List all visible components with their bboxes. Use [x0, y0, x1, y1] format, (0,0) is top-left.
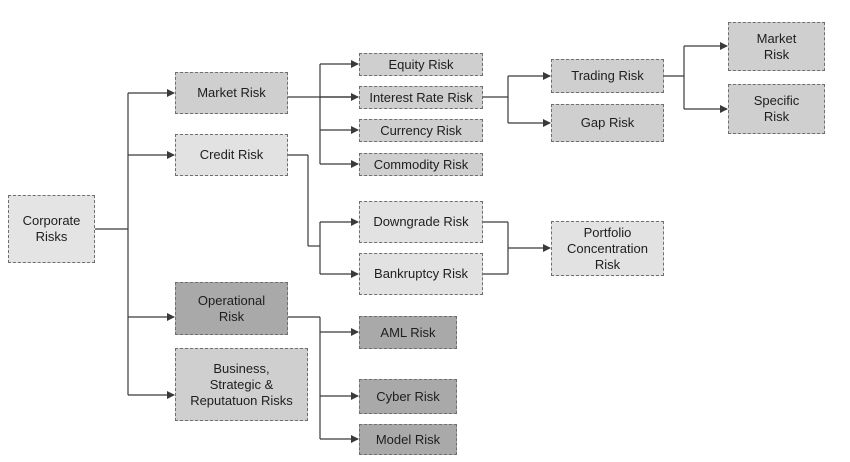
node-label: Gap Risk	[580, 115, 635, 130]
node-label: Market Risk	[197, 85, 266, 100]
node-label: Market Risk	[756, 30, 797, 62]
node-label: Interest Rate Risk	[369, 89, 473, 105]
node-operational-risk: Operational Risk	[175, 282, 288, 335]
node-label: Portfolio Concentration Risk	[567, 224, 648, 272]
node-aml-risk: AML Risk	[359, 316, 457, 349]
node-label: Operational Risk	[197, 292, 266, 324]
node-gap-risk: Gap Risk	[551, 104, 664, 142]
node-downgrade-risk: Downgrade Risk	[359, 201, 483, 243]
node-business-strategic-reputation-risks: Business, Strategic & Reputatuon Risks	[175, 348, 308, 421]
node-corporate-risks: Corporate Risks	[8, 195, 95, 263]
node-label: Corporate Risks	[22, 213, 81, 244]
node-label: Currency Risk	[380, 122, 462, 138]
node-label: Downgrade Risk	[373, 214, 469, 229]
node-label: AML Risk	[380, 324, 436, 340]
node-bankruptcy-risk: Bankruptcy Risk	[359, 253, 483, 295]
node-market-risk-sub: Market Risk	[728, 22, 825, 71]
node-label: Trading Risk	[571, 68, 644, 83]
node-credit-risk: Credit Risk	[175, 134, 288, 176]
node-equity-risk: Equity Risk	[359, 53, 483, 76]
node-label: Model Risk	[375, 431, 441, 447]
node-cyber-risk: Cyber Risk	[359, 379, 457, 414]
node-portfolio-concentration-risk: Portfolio Concentration Risk	[551, 221, 664, 276]
node-market-risk: Market Risk	[175, 72, 288, 114]
node-trading-risk: Trading Risk	[551, 59, 664, 93]
node-currency-risk: Currency Risk	[359, 119, 483, 142]
node-label: Cyber Risk	[376, 388, 440, 404]
node-label: Equity Risk	[388, 56, 454, 72]
node-label: Specific Risk	[753, 93, 800, 124]
node-label: Bankruptcy Risk	[374, 266, 468, 281]
node-model-risk: Model Risk	[359, 424, 457, 455]
node-label: Business, Strategic & Reputatuon Risks	[190, 360, 293, 408]
node-label: Commodity Risk	[373, 156, 469, 172]
node-commodity-risk: Commodity Risk	[359, 153, 483, 176]
node-interest-rate-risk: Interest Rate Risk	[359, 86, 483, 109]
node-label: Credit Risk	[199, 147, 264, 162]
node-specific-risk: Specific Risk	[728, 84, 825, 134]
